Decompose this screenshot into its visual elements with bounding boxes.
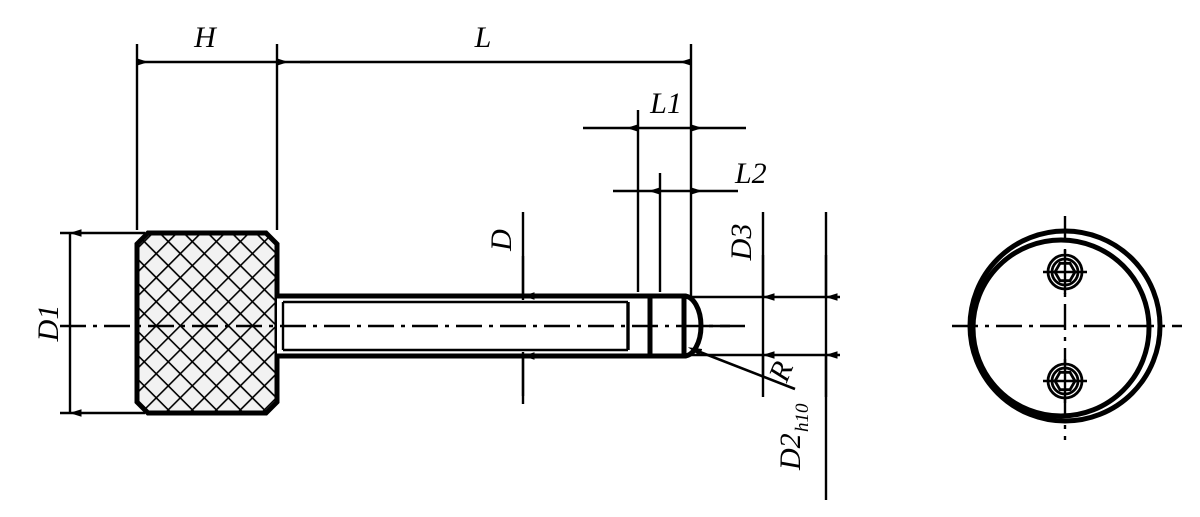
head-outline — [134, 230, 280, 416]
dimension-label-D2-group: D2 h10 — [774, 403, 813, 471]
dimension-D: D — [485, 229, 535, 396]
dimension-label-H: H — [193, 21, 218, 54]
dimension-label-L1: L1 — [649, 87, 682, 120]
dimension-label-D2: D2 — [774, 433, 807, 471]
dimension-label-D1: D1 — [32, 305, 65, 343]
end-view-inner-circle — [970, 237, 1152, 419]
knurl-pattern-fill — [137, 233, 277, 413]
dimension-label-D2-tolerance: h10 — [792, 403, 813, 432]
dimension-D2: D2 h10 — [774, 255, 838, 471]
dimension-L2: L2 — [613, 157, 767, 195]
dimension-H: H — [136, 21, 310, 66]
hex-socket-screw-top — [1043, 250, 1087, 294]
leader-line-R — [687, 347, 796, 391]
circular-end-view — [952, 216, 1182, 440]
dimension-L1: L1 — [583, 87, 746, 132]
dimension-label-L: L — [474, 21, 492, 54]
dimension-label-D: D — [485, 229, 518, 252]
dimension-label-L2: L2 — [734, 157, 767, 190]
knurled-head — [134, 230, 280, 416]
dimension-L: L — [300, 21, 692, 66]
dimension-R: R — [687, 347, 800, 391]
dimension-label-D3: D3 — [725, 224, 758, 262]
hex-socket-screw-bottom — [1043, 359, 1087, 403]
dimension-D1: D1 — [32, 229, 82, 417]
